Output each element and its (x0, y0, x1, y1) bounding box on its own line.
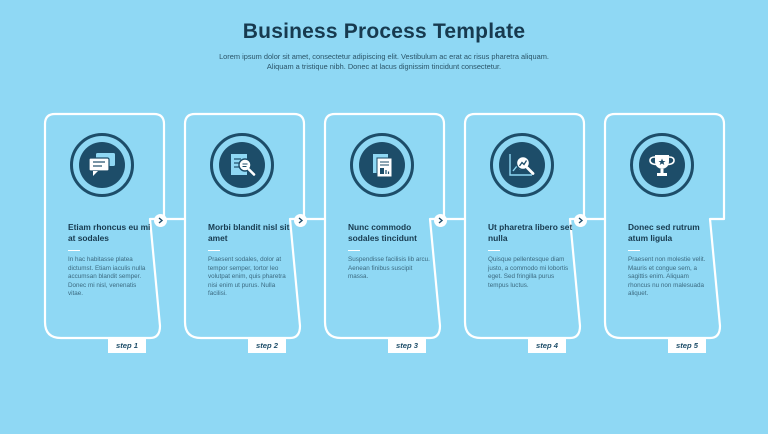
divider (348, 250, 360, 251)
step-heading: Etiam rhoncus eu mi at sodales (68, 222, 151, 243)
page-title: Business Process Template (242, 20, 526, 43)
step-label-2: step 2 (248, 338, 286, 353)
chat-bubbles-icon (79, 142, 125, 188)
step-heading: Ut pharetra libero set nulla (488, 222, 573, 243)
divider (628, 250, 640, 251)
step-description: Praesent non molestie velit. Mauris et c… (628, 256, 706, 298)
process-step-1: Etiam rhoncus eu mi at sodales In hac ha… (52, 114, 162, 339)
report-documents-icon (359, 142, 405, 188)
step-heading: Donec sed rutrum atum ligula (628, 222, 700, 243)
card-outline-5 (603, 112, 726, 340)
connector-arrow-icon (294, 214, 307, 227)
connector-arrow-icon (154, 214, 167, 227)
card-outline-2 (183, 112, 306, 340)
process-step-2: Morbi blandit nisl sit amet Praesent sod… (192, 114, 302, 339)
step-description: Suspendisse facilisis lib arcu. Aenean f… (348, 256, 430, 281)
process-step-5: Donec sed rutrum atum ligula Praesent no… (612, 114, 722, 339)
connector-arrow-icon (434, 214, 447, 227)
icon-badge (210, 133, 274, 197)
page-subtitle: Lorem ipsum dolor sit amet, consectetur … (219, 52, 549, 71)
card-outline-1 (43, 112, 166, 340)
step-description: In hac habitasse platea dictumst. Etiam … (68, 256, 146, 298)
trophy-icon (639, 142, 685, 188)
step-description: Quisque pellentesque diam justo, a commo… (488, 256, 569, 289)
step-description: Praesent sodales, dolor at tempor semper… (208, 256, 286, 298)
step-label-4: step 4 (528, 338, 566, 353)
step-label-5: step 5 (668, 338, 706, 353)
icon-badge (350, 133, 414, 197)
divider (208, 250, 220, 251)
step-label-3: step 3 (388, 338, 426, 353)
icon-badge (70, 133, 134, 197)
icon-badge (630, 133, 694, 197)
process-step-3: Nunc commodo sodales tincidunt Suspendis… (332, 114, 442, 339)
process-step-4: Ut pharetra libero set nulla Quisque pel… (472, 114, 582, 339)
card-outline-3 (323, 112, 446, 340)
document-magnifier-icon (219, 142, 265, 188)
step-heading: Morbi blandit nisl sit amet (208, 222, 290, 243)
step-label-1: step 1 (108, 338, 146, 353)
card-outline-4 (463, 112, 586, 340)
icon-badge (490, 133, 554, 197)
chart-magnifier-icon (499, 142, 545, 188)
connector-arrow-icon (574, 214, 587, 227)
step-heading: Nunc commodo sodales tincidunt (348, 222, 417, 243)
divider (68, 250, 80, 251)
divider (488, 250, 500, 251)
